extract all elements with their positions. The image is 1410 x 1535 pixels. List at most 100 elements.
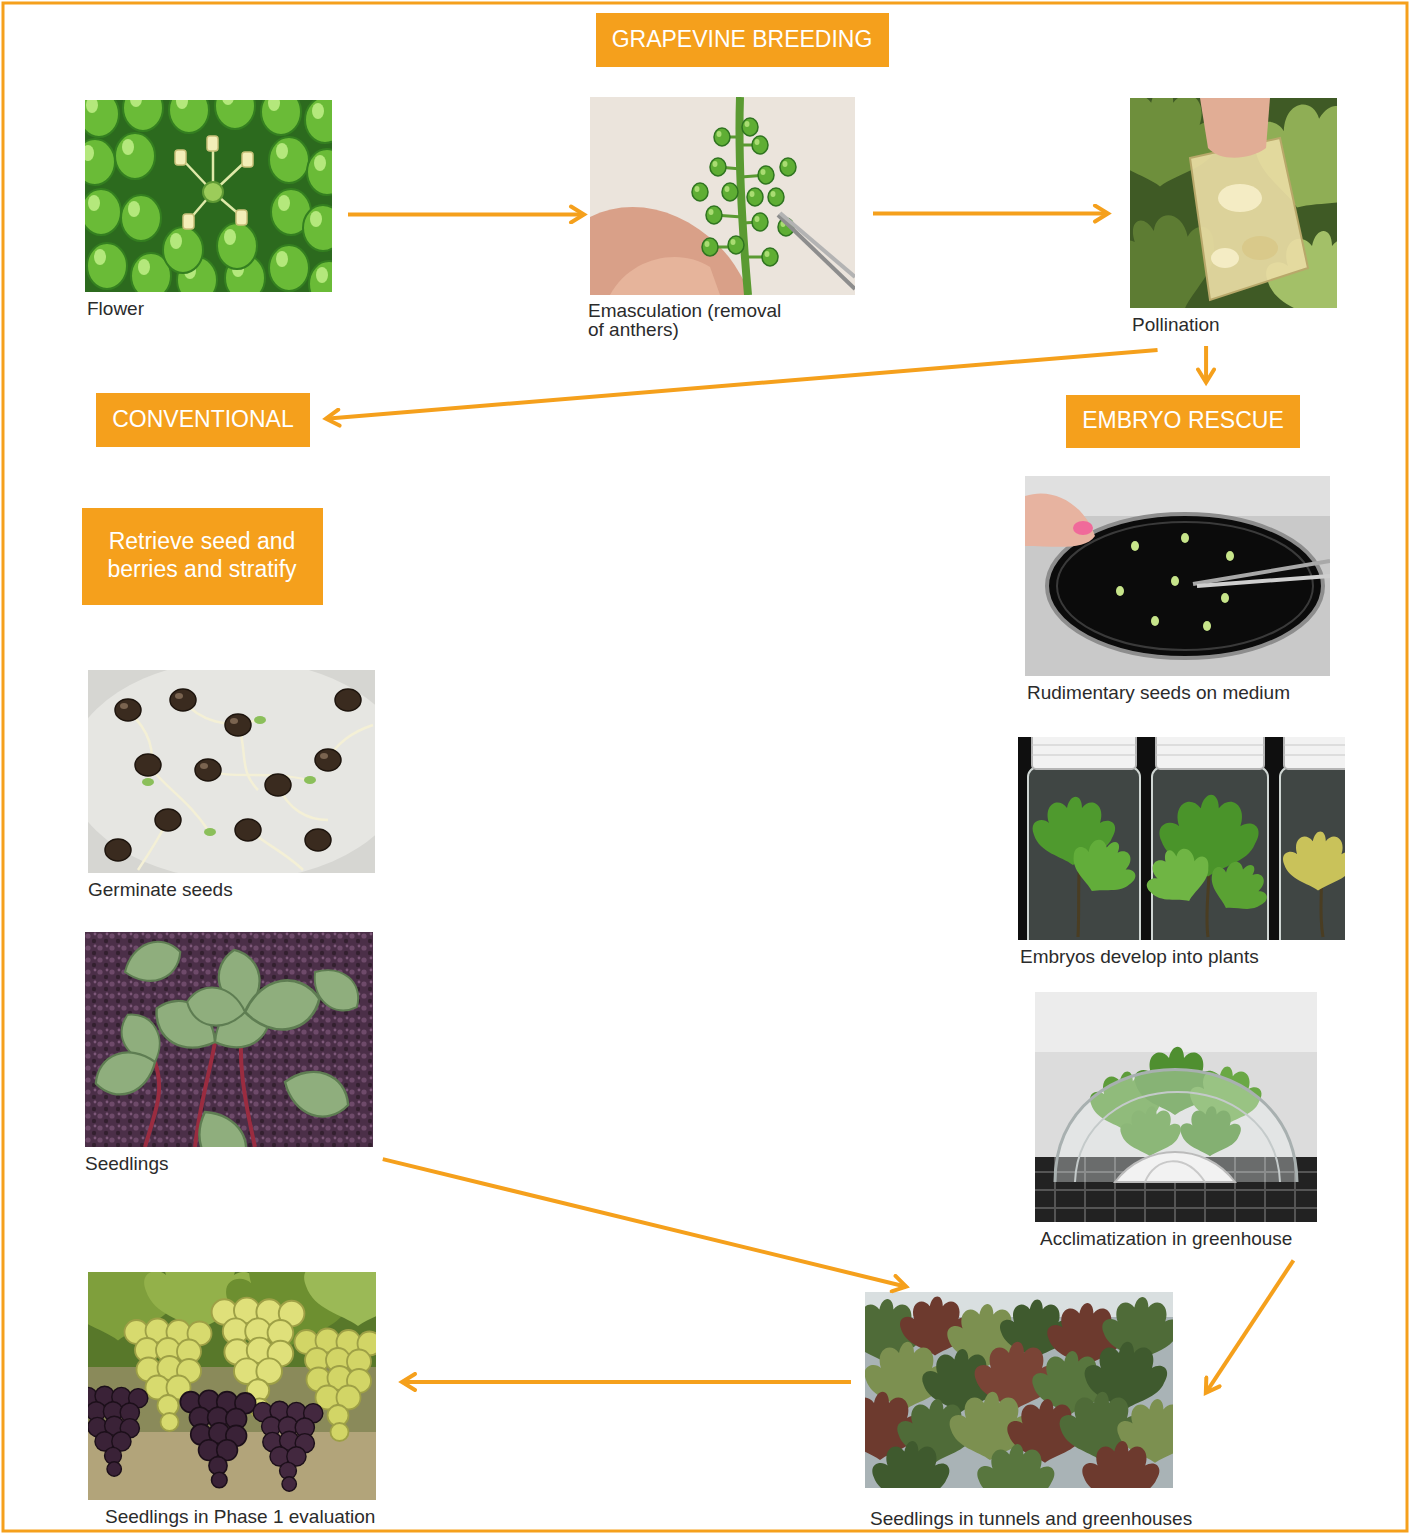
jars-photo — [1028, 767, 1345, 940]
petri-dish-photo — [1025, 476, 1330, 676]
flower-photo — [203, 182, 223, 202]
petri-dish-photo — [1181, 533, 1189, 543]
emasculation-photo — [728, 236, 744, 254]
photo-panel: Rudimentary seeds on medium — [1023, 474, 1332, 706]
jars-photo — [1284, 737, 1345, 769]
seedlings-photo — [119, 934, 187, 990]
germination-photo — [120, 693, 328, 769]
germination-photo — [155, 809, 181, 831]
pollination-photo — [1200, 98, 1270, 158]
petri-dish-photo — [1203, 621, 1211, 631]
stage-label: EMBRYO RESCUE — [1082, 407, 1284, 435]
seedlings-photo — [89, 934, 368, 1147]
pollination-photo — [1242, 236, 1278, 260]
flower-photo — [85, 139, 115, 185]
flow-arrow — [326, 350, 1158, 419]
jars-photo — [1063, 828, 1146, 905]
germination-photo — [142, 716, 316, 836]
tunnel-photo — [1082, 1441, 1159, 1488]
flower-photo — [183, 214, 194, 229]
vineyard-photo — [304, 1272, 376, 1326]
flower-photo — [307, 149, 332, 195]
photo-panel: Germinate seeds — [86, 668, 377, 903]
germination-photo — [115, 699, 141, 721]
stage-label: Retrieve seed and berries and stratify — [98, 528, 307, 583]
flower-photo — [242, 152, 253, 167]
emasculation-photo — [590, 97, 855, 295]
jars-photo — [1280, 767, 1345, 940]
photo-panel: Emasculation (removal of anthers) — [588, 95, 857, 342]
emasculation-photo — [752, 136, 768, 154]
flow-arrow — [873, 212, 1108, 216]
germination-photo — [335, 689, 361, 711]
seedlings-photo — [278, 1062, 356, 1126]
pollination-photo — [1211, 248, 1239, 268]
acclimatization-photo — [1035, 992, 1317, 1052]
petri-dish-photo — [1057, 522, 1313, 650]
flow-arrow — [1204, 346, 1208, 383]
stage-label: CONVENTIONAL — [112, 406, 293, 434]
germination-photo — [265, 774, 291, 796]
petri-dish-photo — [1221, 593, 1229, 603]
photo-panel: Flower — [83, 98, 334, 322]
germination-photo — [305, 829, 331, 851]
emasculation-photo — [710, 137, 770, 257]
flower-photo — [305, 100, 332, 143]
pollination-photo — [1218, 184, 1262, 212]
flower-photo — [269, 137, 309, 183]
photo-panel: Seedlings in tunnels and greenhouses — [863, 1290, 1197, 1532]
germination-photo — [230, 718, 238, 724]
title-text: GRAPEVINE BREEDING — [612, 26, 873, 54]
germination-photo — [315, 749, 341, 771]
emasculation-photo — [610, 257, 720, 295]
flow-arrow — [402, 1380, 851, 1384]
photo-caption: Rudimentary seeds on medium — [1027, 682, 1290, 704]
flower-photo — [215, 100, 255, 129]
photo-caption: Acclimatization in greenhouse — [1040, 1228, 1292, 1250]
photo-caption: Germinate seeds — [88, 879, 233, 901]
emasculation-photo — [747, 188, 763, 206]
petri-dish-photo — [1073, 521, 1093, 535]
jars-photo — [1018, 737, 1345, 940]
emasculation-photo — [702, 238, 718, 256]
emasculation-photo — [780, 213, 855, 277]
jars-photo — [1283, 831, 1345, 890]
photo-caption: Pollination — [1132, 314, 1220, 336]
germination-photo — [120, 703, 128, 709]
emasculation-photo — [590, 207, 750, 295]
stage-box: Retrieve seed and berries and stratify — [82, 508, 323, 605]
photo-panel: Pollination — [1128, 96, 1339, 338]
photo-caption: Seedlings in Phase 1 evaluation — [105, 1506, 375, 1528]
flower-photo — [123, 100, 163, 131]
emasculation-photo — [758, 166, 774, 184]
vineyard-photo — [88, 1272, 376, 1500]
seedlings-photo — [89, 1043, 162, 1103]
stage-box: EMBRYO RESCUE — [1066, 395, 1300, 448]
germination-photo — [304, 776, 316, 784]
flower-photo — [269, 245, 309, 291]
vineyard-photo — [253, 1401, 323, 1491]
flower-photo — [261, 100, 301, 135]
photo-panel: Seedlings in Phase 1 evaluation — [86, 1270, 380, 1530]
flow-arrow — [383, 1159, 906, 1287]
germination-photo — [254, 716, 266, 724]
photo-panel: Acclimatization in greenhouse — [1033, 990, 1319, 1252]
flower-photo — [85, 100, 332, 292]
photo-panel: Seedlings — [83, 930, 375, 1177]
jars-photo — [1156, 737, 1264, 769]
flower-photo — [207, 136, 218, 151]
emasculation-photo — [742, 118, 758, 136]
pollination-photo — [1130, 98, 1337, 308]
acclimatization-photo — [1035, 992, 1317, 1222]
stage-box: CONVENTIONAL — [96, 393, 310, 447]
emasculation-photo — [714, 128, 730, 146]
germination-photo — [105, 839, 131, 861]
seedlings-photo — [186, 1101, 257, 1147]
germination-photo — [170, 689, 196, 711]
tunnel-photo — [872, 1441, 949, 1488]
flower-photo — [175, 150, 186, 165]
photo-caption: Seedlings in tunnels and greenhouses — [870, 1508, 1192, 1530]
emasculation-photo — [778, 215, 855, 289]
